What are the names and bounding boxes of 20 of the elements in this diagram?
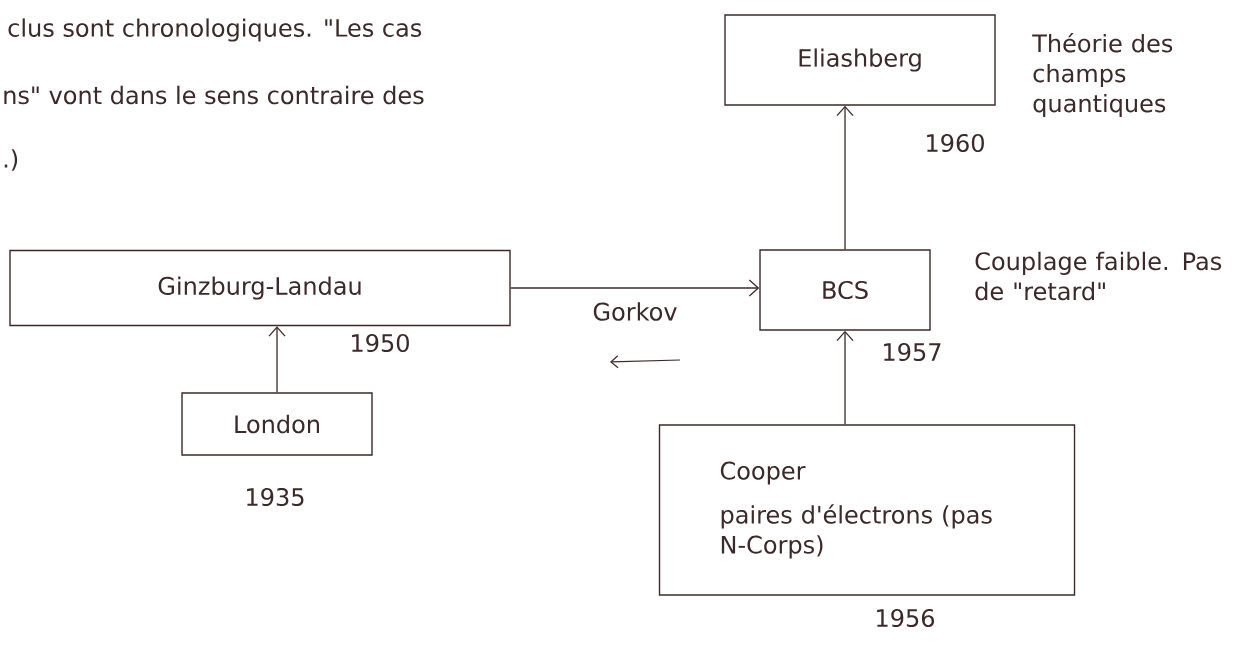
note-text: ns" vont dans le sens contraire des [4,85,424,105]
label-box: Cooper paires d'électrons (pas N-Corps) [658,424,1076,596]
arrow [836,330,854,425]
note-text: Couplage faible. Pas de "retard" [975,251,1222,301]
year-label: 1950 [352,333,409,353]
year-label: 1956 [877,608,934,628]
edge-label: Gorkov [593,302,677,321]
note-text: Théorie des champs quantiques [1032,32,1173,118]
label-box: London [181,392,373,456]
label-box: BCS [759,249,931,331]
arrow [836,105,854,250]
year-label: 1935 [247,487,304,507]
year-label: 1960 [927,133,984,153]
arrow [268,326,286,393]
year-label: 1957 [884,342,941,362]
label-box: Ginzburg-Landau [9,249,511,327]
arrow [510,279,760,297]
note-text: .) [4,149,18,171]
label-box: Eliashberg [724,14,996,106]
note-text: clus sont chronologiques. "Les cas [8,18,422,42]
